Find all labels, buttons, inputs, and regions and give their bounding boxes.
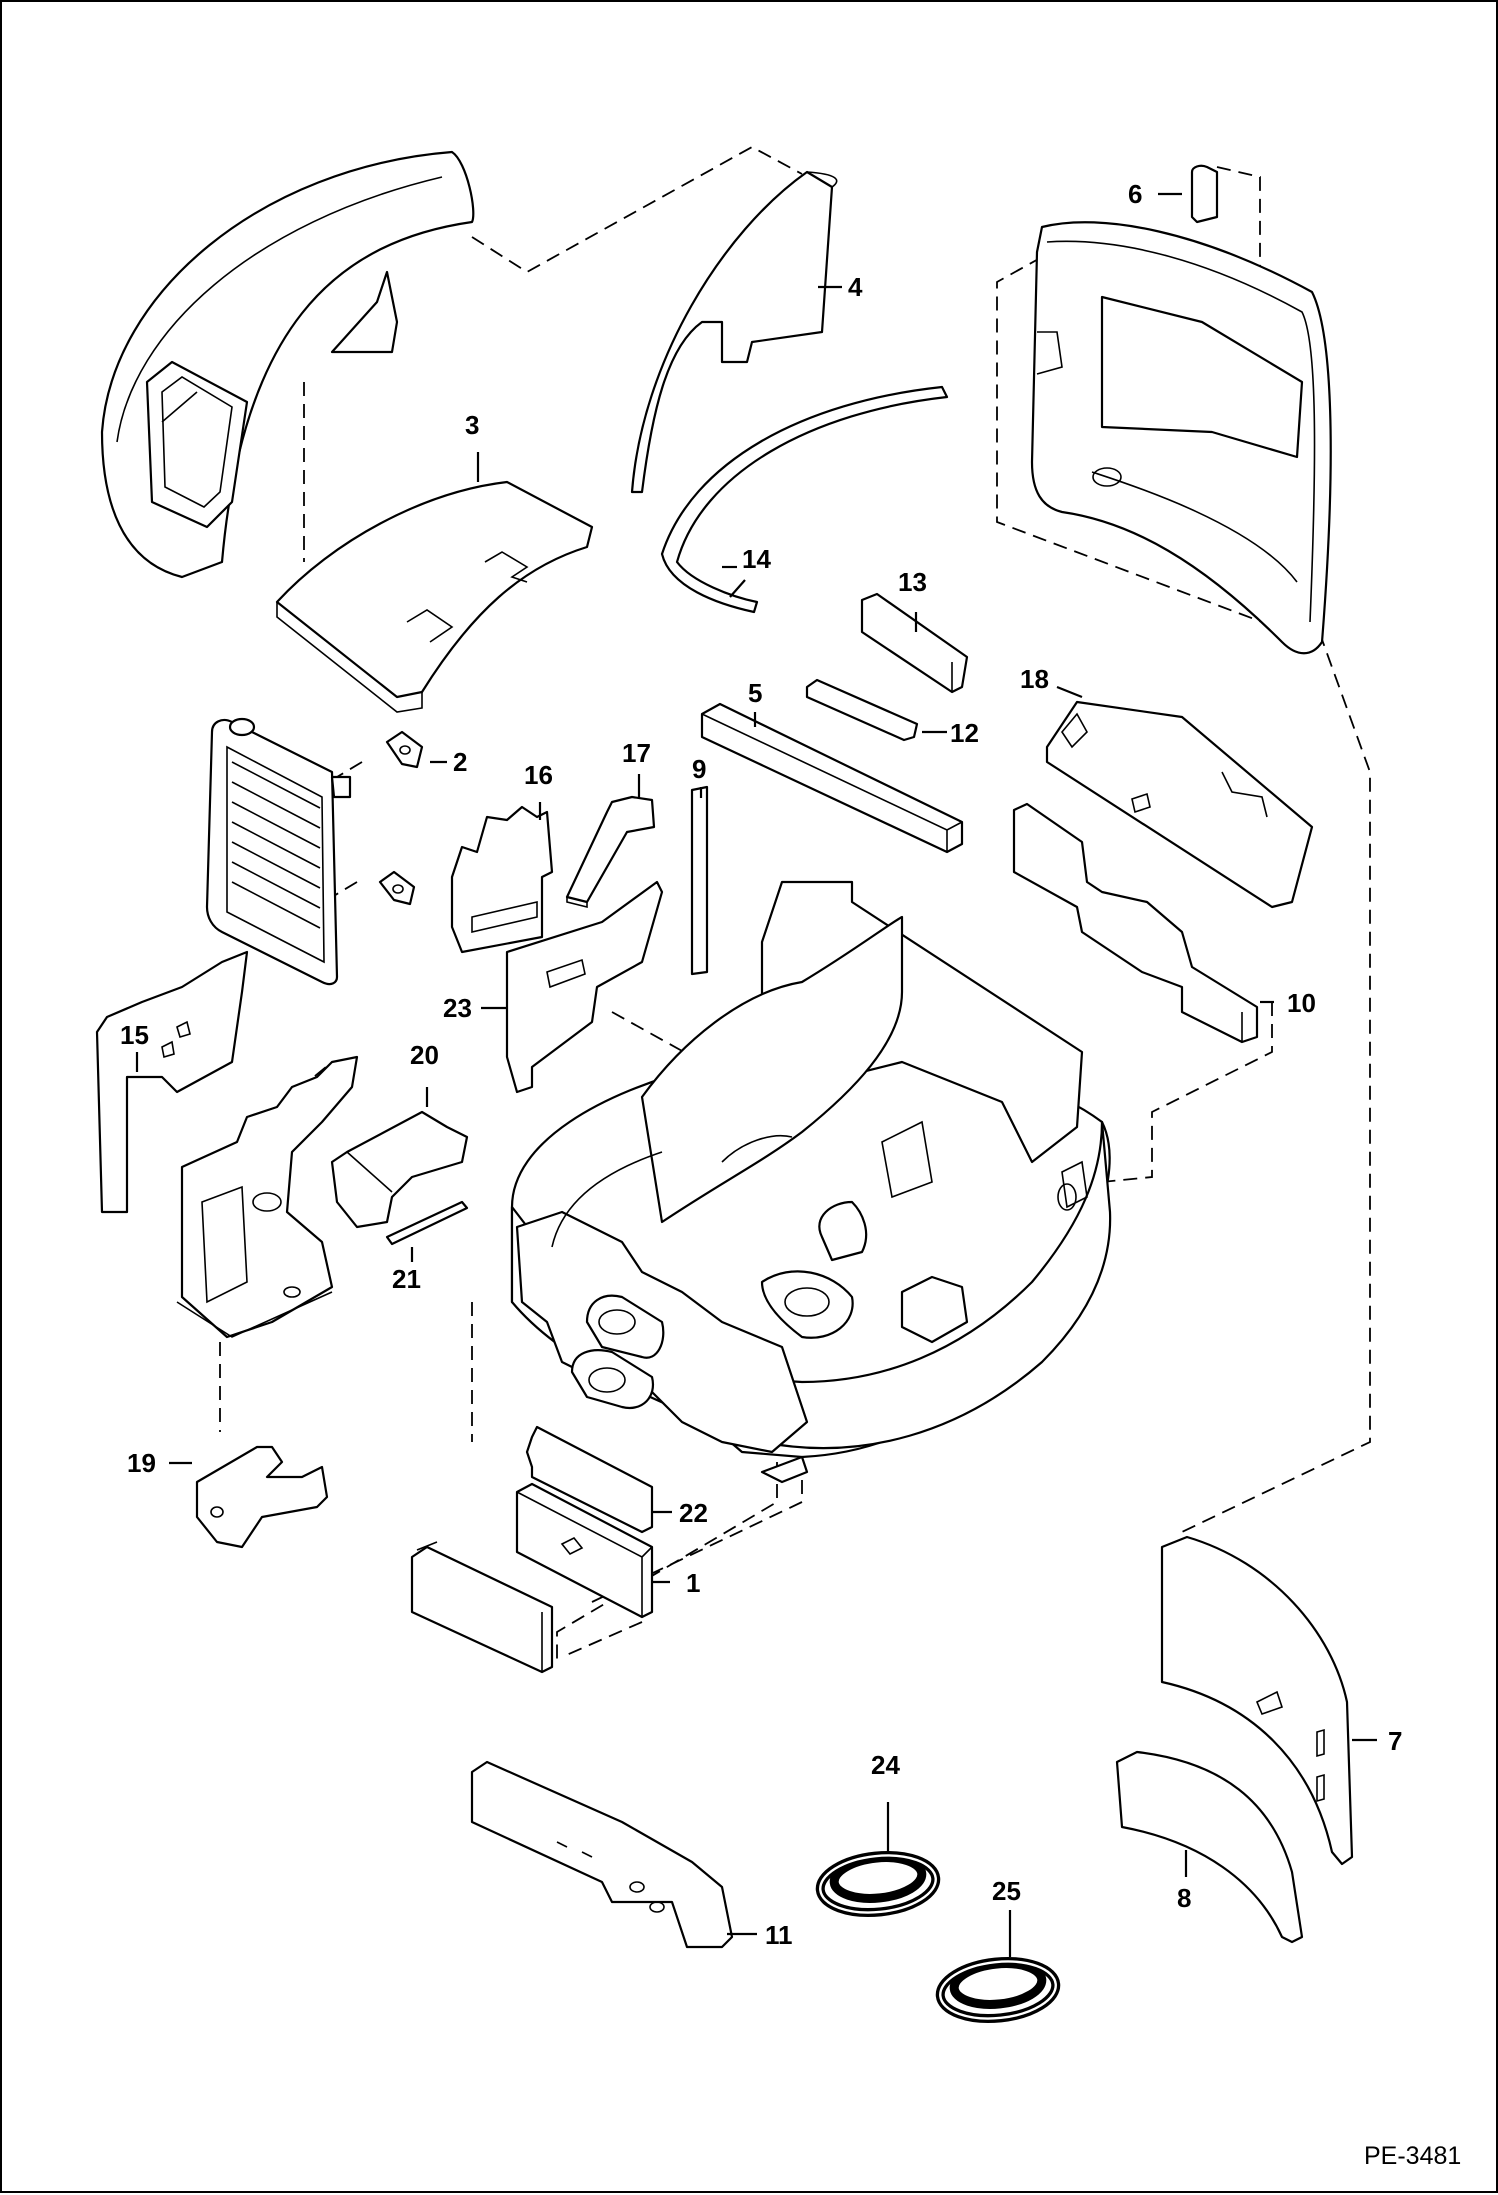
rear-door-panel [1030, 221, 1332, 655]
callout-1: 1 [686, 1568, 700, 1598]
main-frame [510, 880, 1112, 1484]
callout-9: 9 [692, 754, 706, 784]
part-7-curved-panel [1160, 1535, 1354, 1866]
part-1-cover-box [410, 1541, 554, 1674]
callout-10: 10 [1287, 988, 1316, 1018]
callout-6: 6 [1128, 179, 1142, 209]
callout-13: 13 [898, 567, 927, 597]
callout-2: 2 [453, 747, 467, 777]
assembly-lines [219, 145, 1371, 1662]
callout-23: 23 [443, 993, 472, 1023]
callout-15: 15 [120, 1020, 149, 1050]
part-11-panel [470, 1760, 734, 1949]
callout-14: 14 [742, 544, 771, 574]
part-12-foam-strip [805, 678, 919, 742]
left-bracket-assembly [176, 1055, 359, 1339]
part-4-curved-panel [630, 170, 838, 494]
part-18-panel [1045, 700, 1314, 909]
callout-16: 16 [524, 760, 553, 790]
callout-4: 4 [848, 272, 863, 302]
callout-21: 21 [392, 1264, 421, 1294]
part-16-bracket [450, 805, 554, 954]
part-19-cover [195, 1445, 329, 1549]
callout-3: 3 [465, 410, 479, 440]
callout-12: 12 [950, 718, 979, 748]
part-9-bar [690, 785, 709, 976]
callout-17: 17 [622, 738, 651, 768]
part-6-latch [1190, 164, 1219, 224]
callout-24: 24 [871, 1750, 900, 1780]
part-24-hose-coil [815, 1851, 941, 1917]
leader-lines [135, 192, 1377, 1957]
callout-5: 5 [748, 678, 762, 708]
part-3-foam-pad [275, 480, 594, 713]
part-17-bracket [565, 795, 656, 909]
callout-22: 22 [679, 1498, 708, 1528]
part-10-panel [1012, 802, 1259, 1044]
part-15-plate [95, 950, 249, 1214]
callout-20: 20 [410, 1040, 439, 1070]
canopy-top-cover [100, 150, 475, 579]
part-5-long-bar [700, 702, 964, 854]
part-20-block [330, 1110, 469, 1229]
drawing-reference: PE-3481 [1364, 2142, 1461, 2170]
part-14-rubber-strip [660, 385, 949, 614]
callout-25: 25 [992, 1876, 1021, 1906]
part-25-hose-coil [935, 1957, 1061, 2023]
callout-8: 8 [1177, 1883, 1191, 1913]
callout-11: 11 [765, 1920, 793, 1950]
callout-19: 19 [127, 1448, 156, 1478]
part-1-block [515, 1482, 654, 1619]
part-23-plate [505, 880, 664, 1094]
part-8-curved-panel [1115, 1750, 1304, 1944]
callout-labels: 3 4 6 14 13 12 5 18 2 16 17 9 10 23 15 2… [120, 179, 1461, 2170]
part-2-grommets [378, 730, 424, 906]
callout-7: 7 [1388, 1726, 1402, 1756]
part-21-strip [385, 1200, 469, 1246]
callout-18: 18 [1020, 664, 1049, 694]
radiator [205, 717, 352, 986]
part-22-plate [525, 1425, 654, 1534]
part-13-foam-block [860, 592, 969, 694]
